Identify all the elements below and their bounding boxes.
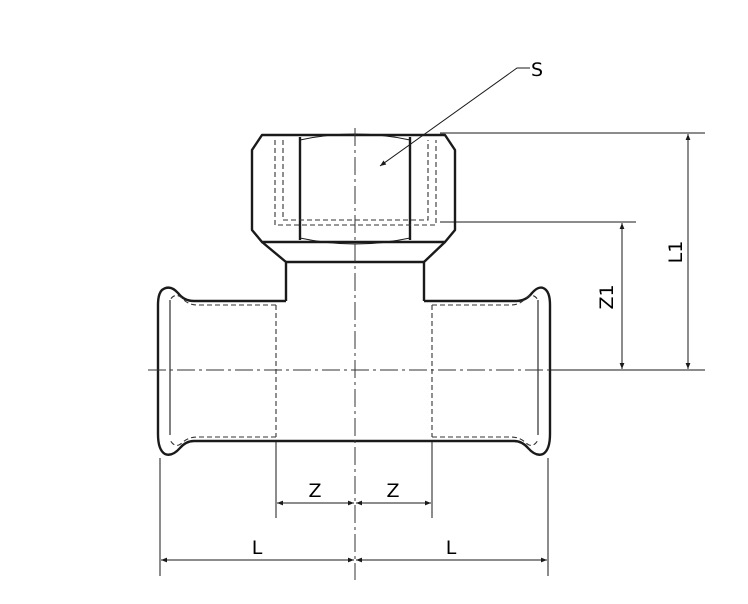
label-z-right: Z: [386, 480, 399, 502]
s-leader-line: [379, 67, 530, 167]
right-socket-hidden: [432, 294, 539, 446]
fitting-body: [156, 133, 552, 456]
left-socket-hidden: [169, 294, 276, 446]
hex-arc: [299, 237, 411, 245]
label-l1: L1: [665, 241, 687, 264]
label-s: S: [531, 59, 543, 81]
label-z-left: Z: [308, 480, 321, 502]
label-l-right: L: [446, 537, 457, 559]
thread-hidden-line: [274, 140, 437, 226]
right-socket-outline: [424, 286, 552, 456]
neck-right: [422, 241, 446, 301]
label-l-left: L: [252, 537, 263, 559]
label-z1: Z1: [596, 284, 618, 309]
neck-left: [261, 241, 288, 301]
left-socket-outline: [156, 286, 286, 456]
dimensions: [159, 67, 705, 576]
